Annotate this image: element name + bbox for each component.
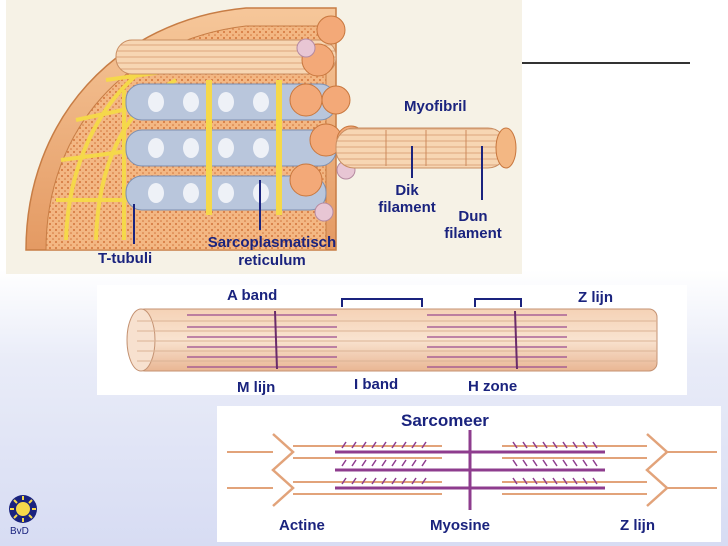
muscle-fiber-drawing — [25, 7, 517, 251]
author-mark: BvD — [10, 526, 29, 537]
myofibril-bands-drawing — [126, 298, 658, 372]
label-sarcomeer: Sarcomeer — [401, 411, 489, 430]
myosin-heads — [341, 441, 598, 485]
label-reticulum: reticulum — [238, 252, 306, 269]
label-m-lijn: M lijn — [237, 379, 276, 395]
label-dik-filament: Dik filament — [378, 182, 436, 216]
label-sarcoplasmatisch: Sarcoplasmatisch — [207, 234, 337, 251]
label-t-tubuli: T-tubuli — [98, 250, 153, 267]
label-i-band: I band — [354, 376, 399, 393]
title-underline — [522, 62, 690, 64]
sun-logo-icon — [9, 495, 37, 523]
z-lines — [271, 433, 669, 507]
label-myosine: Myosine — [430, 517, 491, 534]
sarcomere-drawing — [227, 430, 717, 510]
label-actine: Actine — [279, 517, 325, 534]
label-dun-filament: Dun filament — [444, 208, 502, 242]
muscle-fiber-illustration: Myofibril Dik filament Dun filament T-tu… — [6, 0, 522, 274]
sarcomere-illustration: Sarcomeer Actine Myosine Z lijn — [217, 406, 721, 542]
label-z-lijn-mid: Z lijn — [578, 289, 613, 306]
a-band-striations — [187, 314, 567, 368]
label-z-lijn-bot: Z lijn — [620, 517, 655, 534]
label-myofibril: Myofibril — [404, 98, 467, 115]
band-brackets — [341, 298, 522, 307]
myofibril-extension — [335, 127, 517, 169]
label-h-zone: H zone — [468, 378, 518, 395]
pointer-lines — [133, 146, 483, 244]
myofibril-bands-illustration: A band Z lijn M lijn I band H zone — [97, 285, 687, 395]
label-a-band: A band — [227, 287, 278, 304]
